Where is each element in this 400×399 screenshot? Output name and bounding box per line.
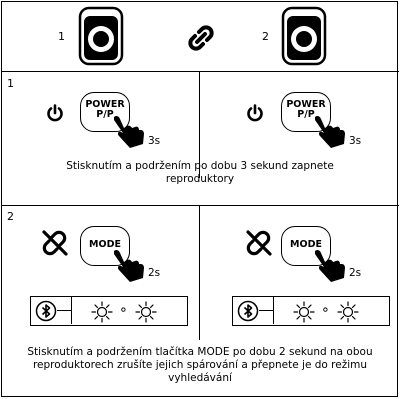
hold-time-label: 3s <box>349 135 362 147</box>
hold-time-label: 2s <box>349 267 362 279</box>
divider-top <box>1 71 399 72</box>
step-1-caption: Stisknutím a podržením po dobu 3 sekund … <box>66 160 334 186</box>
connector-line <box>57 310 71 311</box>
led-blink-icon <box>91 301 113 323</box>
step-1-number: 1 <box>7 77 14 90</box>
led-blink-icon <box>135 301 157 323</box>
led-separator: ∘ <box>321 302 330 318</box>
hand-press-icon <box>110 114 146 150</box>
hold-time-label: 2s <box>148 267 161 279</box>
bluetooth-icon <box>35 300 57 322</box>
divider-vertical-step1 <box>199 72 200 178</box>
bluetooth-icon <box>237 300 259 322</box>
led-indicator-panel: ∘ <box>30 296 188 326</box>
unlink-icon <box>244 228 274 258</box>
led-indicator-panel: ∘ <box>232 296 390 326</box>
speaker-1-number: 1 <box>58 30 65 43</box>
step-2-number: 2 <box>7 210 14 223</box>
unlink-icon <box>40 228 70 258</box>
power-button-label: POWER <box>85 99 125 110</box>
led-separator: ∘ <box>119 302 128 318</box>
power-button: POWER P/P <box>281 92 331 132</box>
mode-button-label: MODE <box>290 239 322 250</box>
led-blink-icon <box>293 301 315 323</box>
speaker-2-number: 2 <box>262 30 269 43</box>
speaker-icon <box>281 6 327 66</box>
divider-vertical-step2 <box>199 206 200 340</box>
power-button-label: POWER <box>286 99 326 110</box>
power-icon <box>246 104 264 122</box>
hand-press-icon <box>311 248 347 284</box>
hand-press-icon <box>110 248 146 284</box>
mode-button-label: MODE <box>89 239 121 250</box>
speaker-icon <box>78 6 124 66</box>
power-button-sublabel: P/P <box>96 109 114 121</box>
panel-divider <box>273 297 275 324</box>
power-button-sublabel: P/P <box>297 109 315 121</box>
power-icon <box>46 104 64 122</box>
mode-button: MODE <box>281 226 331 266</box>
panel-divider <box>71 297 73 324</box>
step-2-caption: Stisknutím a podržením tlačítka MODE po … <box>27 346 373 385</box>
hold-time-label: 3s <box>148 135 161 147</box>
link-icon <box>185 22 217 54</box>
power-button: POWER P/P <box>80 92 130 132</box>
connector-line <box>259 310 273 311</box>
led-blink-icon <box>337 301 359 323</box>
hand-press-icon <box>311 114 347 150</box>
mode-button: MODE <box>80 226 130 266</box>
divider-middle <box>1 205 399 206</box>
